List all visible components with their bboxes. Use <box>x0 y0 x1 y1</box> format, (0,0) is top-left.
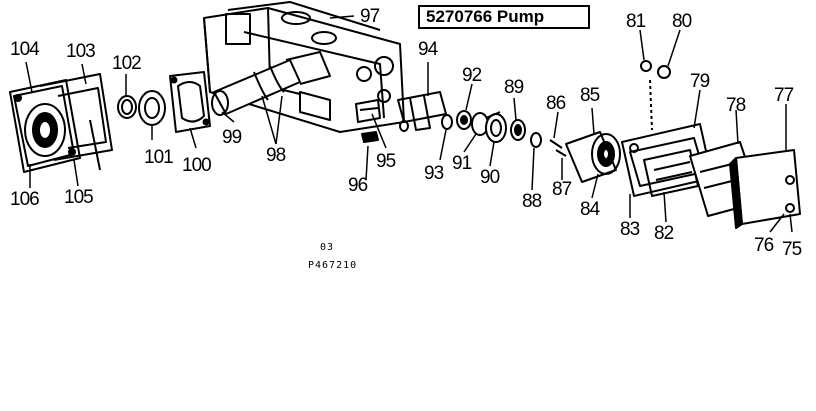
callout-99: 99 <box>222 127 242 148</box>
callout-85: 85 <box>580 85 600 106</box>
callout-106: 106 <box>10 189 40 210</box>
diagram-title: 5270766 Pump <box>418 5 590 29</box>
part-93 <box>441 114 453 130</box>
callout-80: 80 <box>672 11 692 32</box>
bracket-94 <box>397 91 447 132</box>
part-81 <box>640 60 652 72</box>
footer-code-bottom: P467210 <box>308 260 358 271</box>
callout-101: 101 <box>144 147 174 168</box>
part-80 <box>657 65 671 79</box>
callout-75: 75 <box>782 239 802 260</box>
washer-101 <box>138 90 166 126</box>
callout-93: 93 <box>424 163 444 184</box>
callout-77: 77 <box>774 85 794 106</box>
callout-88: 88 <box>522 191 542 212</box>
callout-94: 94 <box>418 39 438 60</box>
motor-84 <box>565 131 621 183</box>
callout-79: 79 <box>690 71 710 92</box>
cover-77 <box>729 149 801 229</box>
callout-89: 89 <box>504 77 524 98</box>
leader-lines <box>25 15 793 233</box>
cup-90 <box>485 111 507 143</box>
pin-87 <box>555 149 567 157</box>
callout-76: 76 <box>754 235 774 256</box>
callout-81: 81 <box>626 11 646 32</box>
pin-86 <box>549 139 563 149</box>
plate-103 <box>39 73 113 171</box>
fitting-95 <box>355 99 381 123</box>
gasket-100 <box>169 71 211 133</box>
callout-104: 104 <box>10 39 40 60</box>
ring-102 <box>117 95 137 119</box>
callout-92: 92 <box>462 65 482 86</box>
fitting-96 <box>361 131 379 143</box>
shaft-99 <box>211 51 331 116</box>
callout-82: 82 <box>654 223 674 244</box>
callout-95: 95 <box>376 151 396 172</box>
callout-87: 87 <box>552 179 572 200</box>
callout-103: 103 <box>66 41 96 62</box>
callout-98: 98 <box>266 145 286 166</box>
bolt-75 <box>785 203 795 213</box>
callout-91: 91 <box>452 153 472 174</box>
callout-100: 100 <box>182 155 212 176</box>
callout-78: 78 <box>726 95 746 116</box>
end-plate-106 <box>9 79 81 173</box>
ring-89 <box>510 119 526 141</box>
footer-code-top: 03 <box>320 242 335 253</box>
ring-88 <box>530 132 542 148</box>
callout-97: 97 <box>360 6 380 27</box>
part-92 <box>456 110 472 130</box>
callout-102: 102 <box>112 53 142 74</box>
callout-90: 90 <box>480 167 500 188</box>
callout-84: 84 <box>580 199 600 220</box>
callout-86: 86 <box>546 93 566 114</box>
callout-83: 83 <box>620 219 640 240</box>
callout-105: 105 <box>64 187 94 208</box>
callout-96: 96 <box>348 175 368 196</box>
